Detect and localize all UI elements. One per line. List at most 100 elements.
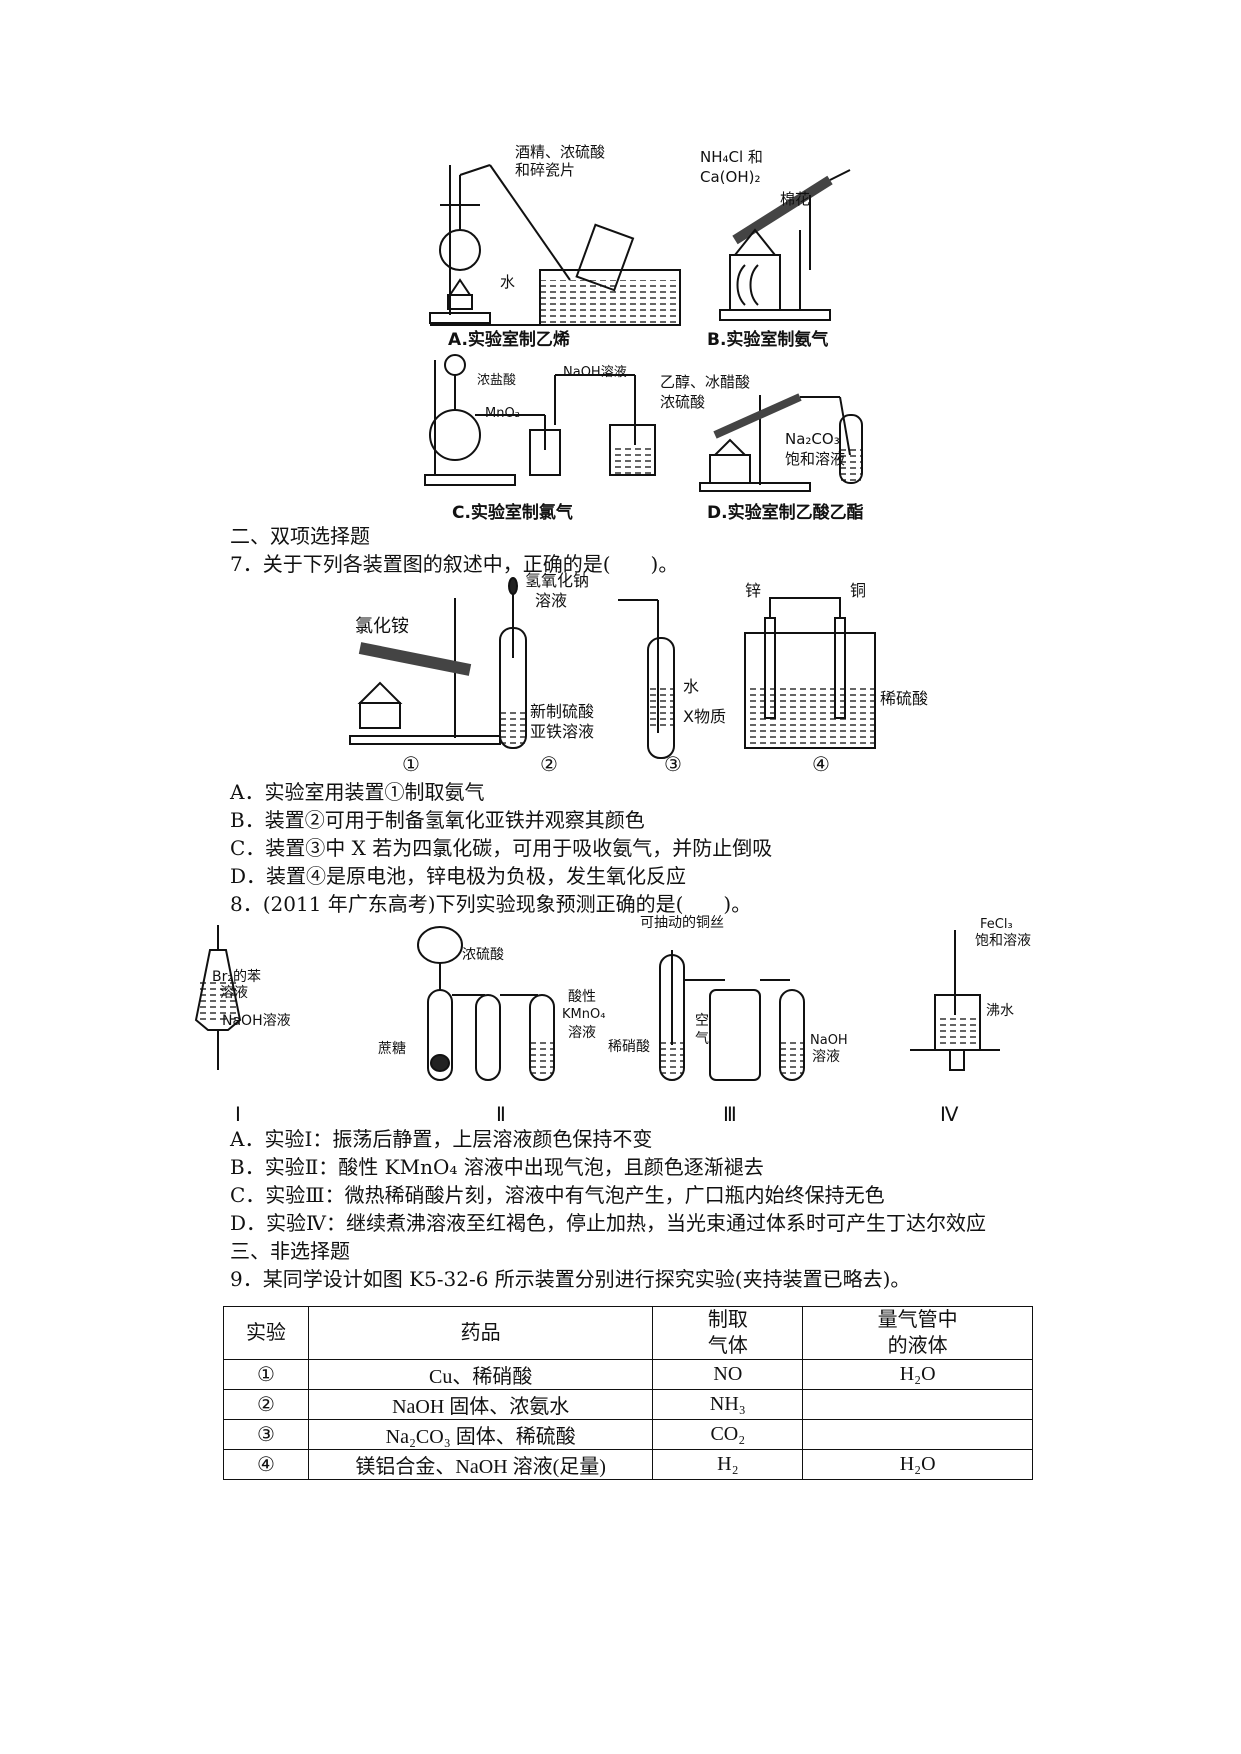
table-row: ② NaOH 固体、浓氨水 NH₃: [223, 1389, 1033, 1420]
cell-reagents: Na₂CO₃ 固体、稀硫酸: [307, 1419, 654, 1450]
table-row: ④ 镁铝合金、NaOH 溶液(足量) H₂ H₂O: [223, 1449, 1033, 1480]
cell-gas: CO₂: [652, 1419, 804, 1450]
cell-experiment: ①: [223, 1359, 309, 1390]
q7-option-b: B．装置②可用于制备氢氧化亚铁并观察其颜色: [230, 808, 645, 832]
ammonia-apparatus-drawing: [719, 169, 851, 321]
q7-figures: 氯化铵 氢氧化钠 溶液 新制硫酸 亚铁溶液 水 X物质 锌 铜 稀硫酸: [340, 572, 940, 768]
caption-a: A.实验室制乙烯: [448, 330, 570, 350]
label-x-substance: X物质: [683, 707, 726, 726]
label-naoh-7-2: 溶液: [535, 591, 568, 610]
label-reagent-d2: 浓硫酸: [660, 393, 706, 411]
figure-b: NH₄Cl 和 Ca(OH)₂ 棉花: [700, 148, 870, 330]
label-feso4-2: 亚铁溶液: [530, 722, 595, 741]
cell-reagents: Cu、稀硝酸: [307, 1359, 654, 1390]
cell-gas: NH₃: [652, 1389, 804, 1420]
header-gas: 制取气体: [652, 1306, 804, 1360]
label-br2-2: 溶液: [220, 985, 248, 1001]
label-acidic: 酸性: [568, 989, 596, 1005]
label-mno2: MnO₂: [485, 406, 520, 421]
label-br2: Br₂的苯: [212, 969, 261, 985]
label-naoh: NaOH溶液: [563, 365, 627, 380]
q8-figures: Br₂的苯 溶液 NaOH溶液 浓硫酸 蔗糖 酸性 KMnO₄ 溶液 可抽动的铜…: [194, 915, 1080, 1081]
caption-b: B.实验室制氨气: [707, 330, 829, 350]
label-air: 空: [695, 1013, 709, 1029]
q7-option-c: C．装置③中 X 若为四氯化碳，可用于吸收氨气，并防止倒吸: [230, 836, 773, 860]
header-experiment: 实验: [223, 1306, 309, 1360]
cell-experiment: ④: [223, 1449, 309, 1480]
q8-option-d: D．实验Ⅳ：继续煮沸溶液至红褐色，停止加热，当光束通过体系时可产生丁达尔效应: [230, 1211, 987, 1235]
q8-option-c: C．实验Ⅲ：微热稀硝酸片刻，溶液中有气泡产生，广口瓶内始终保持无色: [230, 1183, 885, 1207]
label-saturated: 饱和溶液: [785, 450, 846, 468]
label-naoh-7: 氢氧化钠: [525, 571, 590, 590]
ethylene-apparatus-drawing: [429, 164, 681, 326]
ester-apparatus-drawing: [699, 393, 863, 492]
cell-gas: H₂: [652, 1449, 804, 1480]
q8-option-b: B．实验Ⅱ：酸性 KMnO₄ 溶液中出现气泡，且颜色逐渐褪去: [230, 1155, 764, 1179]
label-naoh-8: NaOH溶液: [222, 1013, 291, 1029]
caption-d: D.实验室制乙酸乙酯: [707, 503, 864, 523]
figure-d: 乙醇、冰醋酸 浓硫酸 Na₂CO₃ 饱和溶液: [660, 373, 880, 495]
label-zinc: 锌: [745, 581, 762, 600]
q7-fig-number-2: ②: [540, 754, 558, 776]
label-boiling-water: 沸水: [986, 1003, 1014, 1019]
label-kmno4: KMnO₄: [562, 1007, 606, 1022]
label-naoh-8b-2: 溶液: [812, 1049, 840, 1065]
label-dil-hno3: 稀硝酸: [608, 1039, 650, 1055]
figure-c: 浓盐酸 MnO₂ NaOH溶液: [415, 350, 685, 490]
cell-experiment: ③: [223, 1419, 309, 1450]
q9-table: 实验 药品 制取气体 量气管中的液体 ① Cu、稀硝酸 NO H₂O ② NaO…: [223, 1306, 1033, 1480]
q7-fig-number-3: ③: [664, 754, 682, 776]
label-fecl3: FeCl₃: [980, 917, 1013, 932]
q8-fig-number-1: Ⅰ: [235, 1104, 241, 1126]
figure-a: 酒精、浓硫酸 和碎瓷片 水: [420, 143, 681, 350]
label-fecl3-2: 饱和溶液: [975, 933, 1031, 949]
q8-fig-number-4: Ⅳ: [940, 1104, 959, 1126]
section-3-title: 三、非选择题: [230, 1239, 350, 1263]
chlorine-apparatus-drawing: [424, 354, 656, 486]
label-sugar: 蔗糖: [378, 1041, 406, 1057]
q8-stem: 8．(2011 年广东高考)下列实验现象预测正确的是( )。: [230, 892, 752, 916]
q8-option-a: A．实验Ⅰ：振荡后静置，上层溶液颜色保持不变: [230, 1127, 653, 1151]
q8-fig-number-3: Ⅲ: [723, 1104, 737, 1126]
label-naoh-8b: NaOH: [810, 1033, 848, 1048]
q7-apparatus-drawings: [349, 577, 876, 759]
label-cotton: 棉花: [780, 190, 811, 208]
label-caoh2: Ca(OH)₂: [700, 168, 761, 186]
label-reagent: 酒精、浓硫酸: [515, 143, 606, 161]
cell-reagents: NaOH 固体、浓氨水: [307, 1389, 654, 1420]
label-hcl: 浓盐酸: [477, 373, 517, 388]
q9-stem: 9．某同学设计如图 K5-32-6 所示装置分别进行探究实验(夹持装置已略去)。: [230, 1267, 911, 1291]
q7-stem: 7．关于下列各装置图的叙述中，正确的是( )。: [230, 552, 679, 576]
label-air-2: 气: [695, 1031, 709, 1047]
table-row: ③ Na₂CO₃ 固体、稀硫酸 CO₂: [223, 1419, 1033, 1450]
q7-option-a: A．实验室用装置①制取氨气: [230, 780, 485, 804]
cell-experiment: ②: [223, 1389, 309, 1420]
label-copper: 铜: [850, 581, 867, 600]
q8-fig-number-2: Ⅱ: [496, 1104, 506, 1126]
table-row: ① Cu、稀硝酸 NO H₂O: [223, 1359, 1033, 1390]
cell-gas: NO: [652, 1359, 804, 1390]
table-header-row: 实验 药品 制取气体 量气管中的液体: [223, 1306, 1033, 1360]
q8-apparatus-drawings: [194, 925, 1000, 1081]
cell-liquid: [802, 1389, 1033, 1420]
header-reagents: 药品: [307, 1306, 654, 1360]
cell-liquid: [802, 1419, 1033, 1450]
label-feso4: 新制硫酸: [530, 702, 595, 721]
label-nh4cl: NH₄Cl 和: [700, 148, 763, 166]
label-cu-wire: 可抽动的铜丝: [640, 915, 724, 931]
q7-fig-number-4: ④: [812, 754, 830, 776]
cell-liquid: H₂O: [802, 1359, 1033, 1390]
caption-c: C.实验室制氯气: [452, 503, 573, 523]
label-na2co3: Na₂CO₃: [785, 430, 840, 448]
label-reagent-2: 和碎瓷片: [515, 161, 576, 179]
label-dilute-h2so4: 稀硫酸: [880, 689, 929, 708]
q7-fig-number-1: ①: [402, 754, 420, 776]
label-conc-h2so4: 浓硫酸: [462, 947, 504, 963]
cell-liquid: H₂O: [802, 1449, 1033, 1480]
q7-option-d: D．装置④是原电池，锌电极为负极，发生氧化反应: [230, 864, 687, 888]
header-liquid: 量气管中的液体: [802, 1306, 1033, 1360]
cell-reagents: 镁铝合金、NaOH 溶液(足量): [307, 1449, 654, 1480]
label-reagent-d: 乙醇、冰醋酸: [660, 373, 751, 391]
label-kmno4-sol: 溶液: [568, 1025, 596, 1041]
section-2-title: 二、双项选择题: [230, 524, 370, 548]
